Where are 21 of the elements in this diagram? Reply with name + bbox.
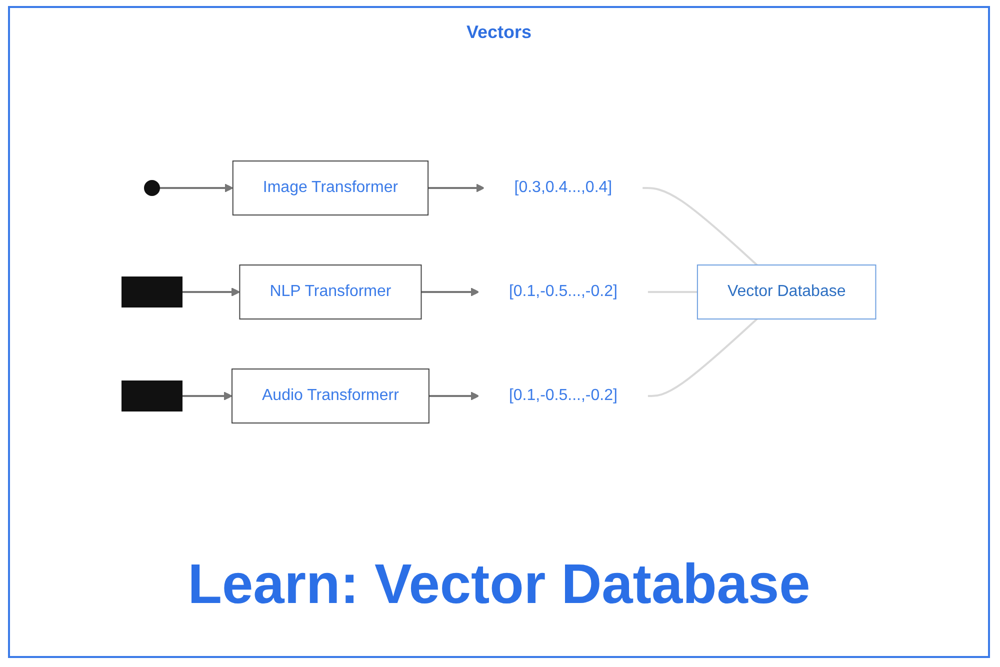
- node-text: [0.3,0.4...,0.4]: [514, 179, 612, 196]
- arrow: [160, 184, 234, 192]
- connector: [648, 318, 758, 397]
- node-box: [122, 380, 183, 412]
- node-circle: [144, 180, 160, 196]
- node-text: [0.1,-0.5...,-0.2]: [509, 283, 618, 300]
- arrow: [428, 184, 485, 192]
- column-heading: Vectors: [466, 22, 532, 43]
- title: Learn: Vector Database: [188, 551, 810, 616]
- arrow: [421, 288, 480, 296]
- node-box: [122, 276, 183, 308]
- node-box: NLP Transformer: [239, 264, 422, 320]
- connector: [648, 291, 698, 293]
- node-box: Vector Database: [697, 264, 876, 320]
- node-box: Audio Transformerr: [232, 368, 430, 424]
- arrow: [429, 392, 480, 400]
- node-box: Image Transformer: [232, 160, 429, 216]
- node-text: [0.1,-0.5...,-0.2]: [509, 387, 618, 404]
- connector: [642, 187, 758, 266]
- arrow: [182, 392, 233, 400]
- arrow: [182, 288, 240, 296]
